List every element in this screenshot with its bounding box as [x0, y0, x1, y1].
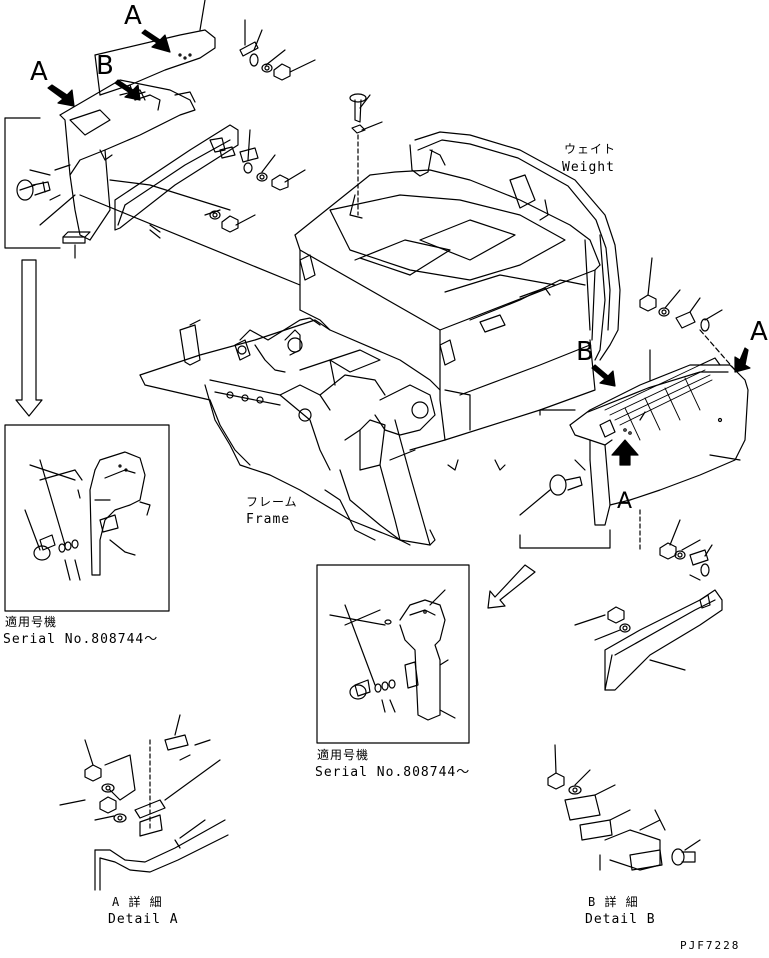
- vent-grille: [604, 364, 713, 441]
- inset-mid-serial-jp: 適用号機: [317, 748, 370, 762]
- callout-b-top: B: [96, 51, 114, 81]
- hardware-right: [639, 257, 736, 371]
- screw-top-center: [349, 93, 383, 216]
- inset-left-serial-jp: 適用号機: [5, 615, 58, 629]
- arrow-down-left: [15, 259, 43, 417]
- leader-lines-left: [4, 0, 301, 286]
- hardware-top: [209, 19, 316, 233]
- frame-label-en: Frame: [246, 512, 291, 527]
- callout-a-right: A: [750, 317, 768, 347]
- weight-label-jp: ウェイト: [564, 142, 617, 156]
- inset-left-box: [4, 424, 170, 612]
- weight-drawing: [409, 131, 621, 361]
- left-lower-plate: [114, 124, 239, 231]
- inset-mid-box: [316, 564, 470, 744]
- detail-a-label-en: Detail A: [108, 912, 179, 927]
- inset-mid-serial-en: Serial No.808744～: [315, 765, 471, 780]
- detail-a: [59, 714, 229, 891]
- detail-b-label-jp: B 詳 細: [588, 895, 639, 909]
- detail-a-label-jp: A 詳 細: [112, 895, 163, 909]
- direction-arrows: [47, 29, 751, 466]
- knob-right: [519, 409, 611, 549]
- callout-a-left: A: [30, 57, 48, 87]
- arrow-diag-mid: [487, 564, 536, 609]
- callout-b-right: B: [576, 337, 594, 367]
- weight-label-en: Weight: [562, 160, 615, 175]
- right-lower-plate: [574, 509, 723, 691]
- callout-a-top: A: [124, 1, 142, 31]
- detail-b: [547, 744, 701, 871]
- right-side-cover: [569, 349, 749, 526]
- revolving-frame: [139, 317, 441, 546]
- callout-a-mid: A: [617, 489, 633, 514]
- detail-b-label-en: Detail B: [585, 912, 656, 927]
- frame-box: [294, 169, 601, 471]
- inset-left-serial-en: Serial No.808744～: [3, 632, 159, 647]
- knob-left: [16, 179, 91, 244]
- drawing-code: PJF7228: [680, 939, 741, 952]
- frame-label-jp: フレーム: [246, 495, 298, 509]
